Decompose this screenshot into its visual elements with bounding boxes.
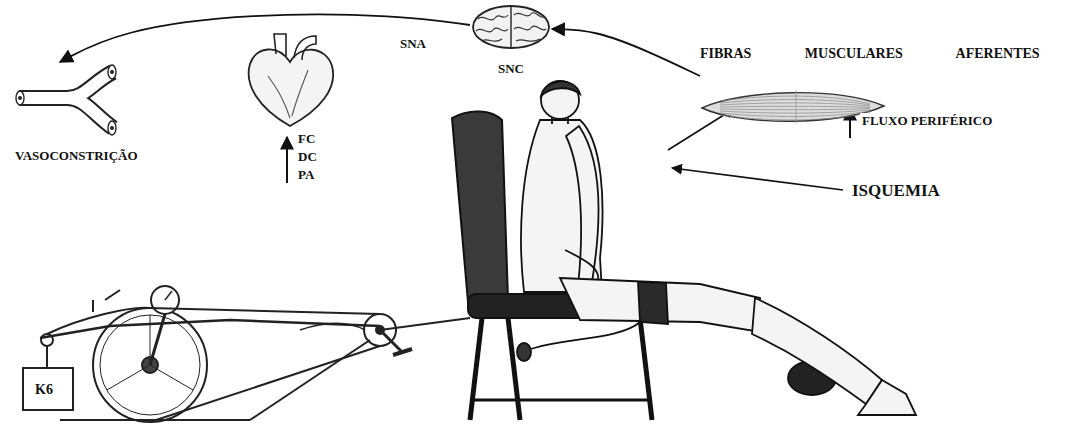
cycle-ergometer <box>107 365 150 390</box>
chair <box>470 318 482 420</box>
node-shape <box>720 111 870 117</box>
chair <box>452 111 652 420</box>
node-shape <box>19 72 113 128</box>
node-label: FC DC PA <box>238 130 317 184</box>
node-shape <box>238 30 343 130</box>
node-shape <box>720 109 870 110</box>
heart-node: FC DC PA <box>238 30 343 184</box>
node-shape <box>470 3 552 51</box>
cycle-ergometer <box>150 315 151 365</box>
seated-man <box>517 81 916 415</box>
node-shape <box>478 15 508 20</box>
leader-arrow <box>672 168 843 190</box>
node-shape <box>249 49 334 126</box>
seated-man <box>565 250 598 280</box>
cycle-ergometer <box>100 315 200 415</box>
node-shape <box>720 112 870 120</box>
cycle-ergometer <box>250 340 370 420</box>
node-shape <box>720 106 870 107</box>
cycle-ergometer <box>47 308 150 334</box>
vessel-node: VASOCONSTRIÇÃO <box>15 62 138 164</box>
weight-label: K6 <box>33 381 55 398</box>
cycle-ergometer <box>23 368 73 410</box>
node-shape <box>796 90 797 124</box>
chair <box>470 399 652 402</box>
cycle-ergometer <box>105 290 120 300</box>
node-shape <box>274 34 316 60</box>
node-shape <box>702 93 884 122</box>
up-arrow <box>286 137 288 183</box>
node-shape <box>510 7 511 47</box>
cycle-ergometer <box>300 323 365 330</box>
seated-man <box>560 278 760 332</box>
seated-man <box>521 120 602 292</box>
cycle-ergometer <box>23 286 470 422</box>
cycle-ergometer <box>46 346 48 368</box>
node-shape <box>15 62 120 140</box>
chair <box>508 318 520 420</box>
cycle-ergometer <box>380 330 402 352</box>
cycle-ergometer <box>40 320 380 338</box>
cycle-ergometer <box>150 365 193 390</box>
node-shape <box>482 39 502 41</box>
seated-man <box>541 81 579 119</box>
seated-man <box>528 322 640 350</box>
seated-man <box>541 81 580 96</box>
node-shape <box>516 39 540 41</box>
node-shape <box>110 70 114 74</box>
node-label: VASOCONSTRIÇÃO <box>15 148 138 164</box>
cycle-ergometer <box>92 300 94 312</box>
cycle-ergometer <box>393 349 412 355</box>
seated-man <box>752 298 882 404</box>
chair <box>640 318 652 420</box>
node-shape <box>476 28 508 32</box>
cycle-ergometer <box>150 308 380 314</box>
chair <box>452 111 508 302</box>
cycle-ergometer <box>60 419 250 421</box>
cycle-ergometer <box>151 286 179 314</box>
ischemia-label: ISQUEMIA <box>850 181 942 201</box>
node-shape <box>268 70 308 118</box>
node-shape <box>473 6 549 48</box>
node-shape <box>108 121 116 135</box>
node-shape <box>700 84 886 130</box>
node-shape <box>514 26 546 30</box>
flow-label: FLUXO PERIFÉRICO <box>860 113 994 129</box>
cycle-ergometer <box>165 291 172 300</box>
seated-man <box>638 282 668 324</box>
connector-arrow <box>552 29 700 76</box>
cycle-ergometer <box>380 318 470 330</box>
node-shape <box>18 96 22 100</box>
seated-man <box>566 126 598 286</box>
seated-man <box>552 118 568 124</box>
node-label: FIBRAS MUSCULARES AFERENTES <box>700 46 1040 62</box>
edge-label: SNA <box>398 36 428 52</box>
node-shape <box>108 65 116 79</box>
node-label: SNC <box>470 61 552 77</box>
node-shape <box>514 13 544 18</box>
node-shape <box>19 72 113 128</box>
node-shape <box>110 126 114 130</box>
node-shape <box>16 91 24 105</box>
seated-man <box>517 343 531 361</box>
cycle-ergometer <box>150 314 165 365</box>
seated-man <box>858 380 916 415</box>
cycle-ergometer <box>41 334 53 346</box>
node-shape <box>720 110 870 113</box>
brain-node: SNC <box>470 3 552 77</box>
node-shape <box>720 103 870 106</box>
